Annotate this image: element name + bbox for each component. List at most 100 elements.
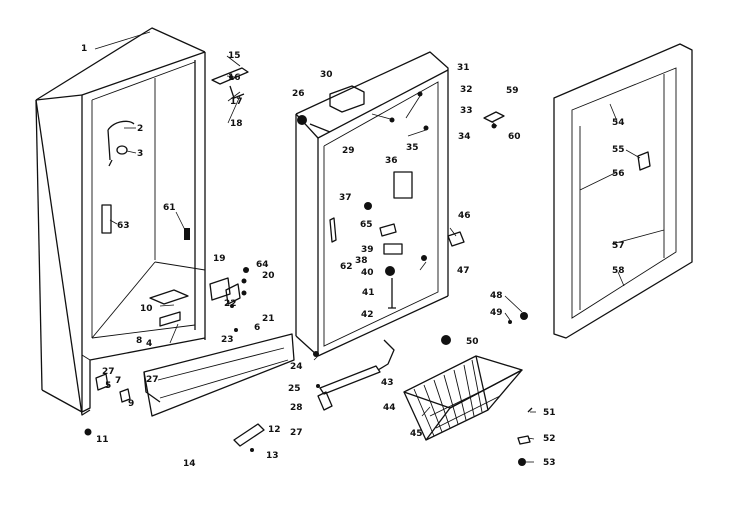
callout-52: 52 (543, 434, 556, 444)
gasket-clip-part-55 (637, 151, 651, 171)
callout-33: 33 (460, 106, 473, 116)
basket-bracket-part-52 (517, 435, 531, 445)
callout-65: 65 (360, 220, 373, 230)
screw-part-13 (250, 448, 254, 452)
drain-tube-part-41 (388, 278, 396, 309)
callout-2: 2 (137, 124, 143, 134)
valve-part-39 (383, 243, 403, 255)
drain-part-40 (385, 266, 395, 276)
screw-part-21 (230, 304, 234, 308)
callout-37: 37 (339, 193, 352, 203)
callout-24: 24 (290, 362, 303, 372)
callout-5: 5 (105, 381, 111, 391)
rail-part-62 (329, 217, 337, 243)
screw-part-53 (518, 458, 526, 466)
drain-tube-part-43 (377, 339, 395, 371)
callout-21: 21 (262, 314, 275, 324)
callout-13: 13 (266, 451, 279, 461)
callout-26: 26 (292, 89, 305, 99)
callout-15: 15 (228, 51, 241, 61)
screw-part-49 (508, 320, 512, 324)
callout-39: 39 (361, 245, 374, 255)
switch-part-65 (379, 223, 397, 237)
basket-clip-part-50 (441, 335, 451, 345)
callout-8: 8 (136, 336, 142, 346)
knob-part-37 (364, 202, 372, 210)
callout-59: 59 (506, 86, 519, 96)
callout-10: 10 (140, 304, 153, 314)
callout-1: 1 (81, 44, 87, 54)
leader-lines (94, 31, 665, 463)
callout-58: 58 (612, 266, 625, 276)
leveling-foot-part-28 (119, 388, 131, 403)
callout-51: 51 (543, 408, 556, 418)
fitting-part-47 (421, 255, 427, 261)
callout-54: 54 (612, 118, 625, 128)
callout-32: 32 (460, 85, 473, 95)
screw-part-18b (241, 290, 247, 296)
hinge-part-28b (317, 391, 333, 411)
foot-part-11 (84, 428, 92, 436)
clip-part-61 (184, 228, 190, 240)
callout-27a: 27 (102, 367, 115, 377)
bracket-part-19 (209, 277, 231, 301)
basket-support-part-48 (520, 312, 528, 320)
callout-4: 4 (146, 339, 152, 349)
callout-20: 20 (262, 271, 275, 281)
knob-part-3 (116, 145, 128, 155)
callout-45: 45 (410, 429, 423, 439)
callout-40: 40 (361, 268, 374, 278)
basket-part-45 (403, 355, 523, 441)
control-housing-part-36 (393, 171, 413, 199)
callout-46: 46 (458, 211, 471, 221)
screw-part-25 (316, 384, 320, 388)
hinge-part-22 (225, 283, 241, 305)
callout-14: 14 (183, 459, 196, 469)
callout-44: 44 (383, 403, 396, 413)
callout-7: 7 (115, 376, 121, 386)
callout-38: 38 (355, 256, 368, 266)
toe-grille-part-14 (143, 333, 295, 417)
callout-36: 36 (385, 156, 398, 166)
hinge-bracket (211, 67, 249, 99)
callout-48: 48 (490, 291, 503, 301)
door-stop-part-58 (483, 111, 505, 123)
callout-50: 50 (466, 337, 479, 347)
screw-part-20 (241, 278, 247, 284)
callout-19: 19 (213, 254, 226, 264)
screw-part-32 (417, 91, 423, 97)
drain-channel-part-44 (319, 365, 381, 395)
leveling-foot-part-27 (95, 373, 109, 391)
callout-34: 34 (458, 132, 471, 142)
screw-part-6 (234, 328, 238, 332)
callout-25: 25 (288, 384, 301, 394)
callout-23: 23 (221, 335, 234, 345)
callout-30: 30 (320, 70, 333, 80)
callout-labels: 1 2 3 4 5 6 7 8 9 10 11 12 13 14 15 16 1… (81, 44, 625, 469)
callout-41: 41 (362, 288, 375, 298)
callout-56: 56 (612, 169, 625, 179)
callout-17: 17 (230, 97, 243, 107)
bottom-hinge-bracket (149, 289, 189, 327)
callout-29: 29 (342, 146, 355, 156)
callout-3: 3 (137, 149, 143, 159)
callout-49: 49 (490, 308, 503, 318)
callout-18: 18 (230, 119, 243, 129)
bracket-part-46 (447, 231, 465, 247)
screw-part-60 (491, 123, 497, 129)
callout-22: 22 (224, 299, 237, 309)
handle-part-12 (233, 423, 265, 447)
hinge-part-30 (329, 85, 365, 113)
callout-63: 63 (117, 221, 130, 231)
callout-61: 61 (163, 203, 176, 213)
door-liner (295, 51, 449, 357)
callout-16: 16 (228, 73, 241, 83)
door-gasket-part-54 (553, 43, 693, 339)
screw-part-34 (423, 125, 429, 131)
callout-43: 43 (381, 378, 394, 388)
callout-9: 9 (128, 399, 134, 409)
callout-27b: 27 (146, 375, 159, 385)
callout-64: 64 (256, 260, 269, 270)
callout-31: 31 (457, 63, 470, 73)
